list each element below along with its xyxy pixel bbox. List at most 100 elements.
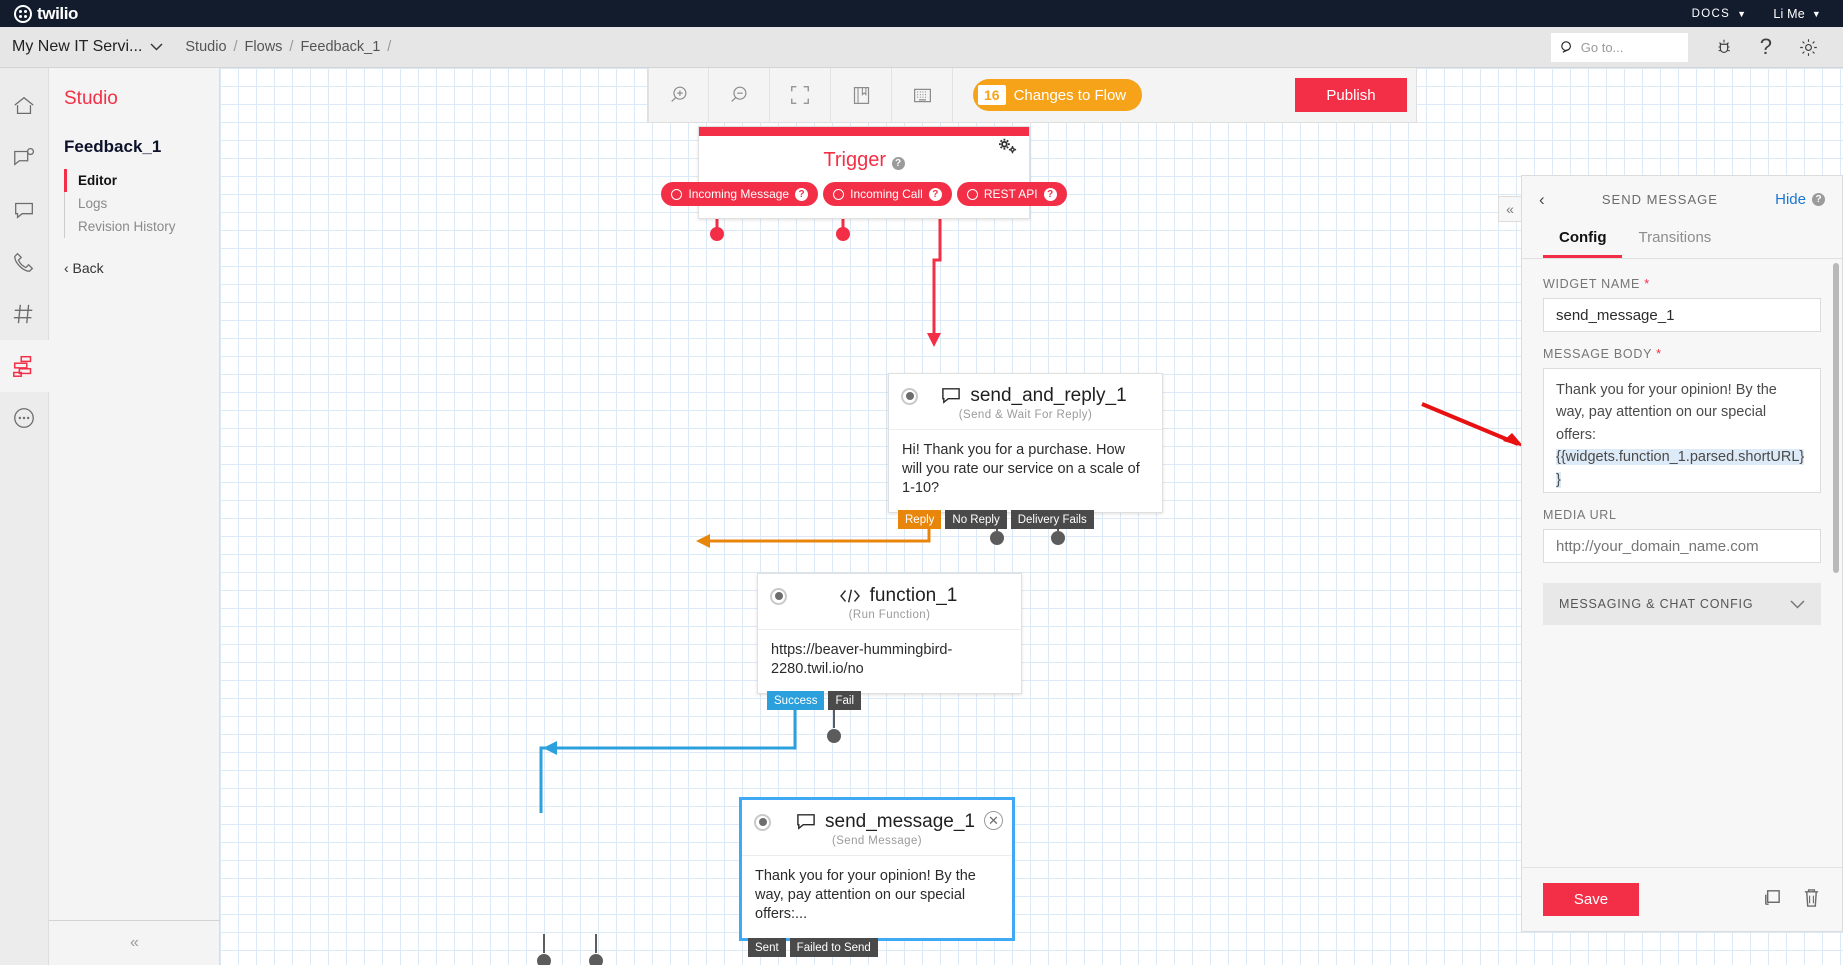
sidebar-item-revision-history[interactable]: Revision History	[78, 219, 176, 234]
trigger-pill-label: Incoming Call	[850, 187, 923, 201]
save-button[interactable]: Save	[1543, 883, 1639, 916]
messaging-chat-config-label: MESSAGING & CHAT CONFIG	[1559, 597, 1754, 611]
gear-icon[interactable]	[998, 137, 1018, 160]
twilio-logo-icon	[14, 4, 32, 23]
message-body-input[interactable]: Thank you for your opinion! By the way, …	[1543, 368, 1821, 493]
fit-to-screen-button[interactable]	[770, 68, 831, 123]
debugger-icon[interactable]	[1714, 37, 1734, 57]
sidebar-item-editor[interactable]: Editor	[64, 169, 219, 192]
widget-input-connector[interactable]	[754, 813, 771, 831]
widget-input-connector[interactable]	[770, 587, 787, 605]
help-icon[interactable]: ?	[1043, 187, 1057, 201]
changes-label: Changes to Flow	[1013, 86, 1127, 104]
trigger-pill-label: Incoming Message	[688, 187, 790, 201]
zoom-in-icon	[670, 86, 686, 102]
trigger-pill-incoming-message[interactable]: Incoming Message ?	[661, 182, 819, 206]
duplicate-icon[interactable]	[1761, 887, 1782, 913]
zoom-out-button[interactable]	[709, 68, 770, 123]
pin-reply[interactable]: Reply	[898, 510, 942, 530]
library-button[interactable]	[831, 68, 892, 123]
panel-header: ‹ SEND MESSAGE Hide ?	[1522, 176, 1842, 223]
search-icon	[1560, 40, 1571, 53]
breadcrumb-item-studio[interactable]: Studio	[185, 39, 227, 55]
search-input[interactable]: Go to...	[1550, 32, 1688, 62]
trigger-pill-rest-api[interactable]: REST API ?	[956, 182, 1067, 206]
grid-button[interactable]	[892, 68, 953, 123]
help-icon[interactable]: ?	[891, 157, 905, 170]
top-navigation-bar: twilio DOCS ▼ Li Me ▼	[0, 0, 1843, 27]
widget-type: (Send Message)	[832, 835, 922, 847]
widget-send-message-1[interactable]: ✕ send_message_1 (Send Message) Thank yo…	[739, 797, 1015, 958]
help-icon[interactable]: ?	[1759, 34, 1772, 59]
gear-icon[interactable]	[1798, 37, 1819, 58]
pin-success[interactable]: Success	[767, 691, 825, 711]
sidebar-item-logs[interactable]: Logs	[78, 196, 108, 211]
docs-menu[interactable]: DOCS ▼	[1692, 8, 1748, 20]
help-icon[interactable]: ?	[795, 187, 809, 201]
twilio-logo-text: twilio	[37, 3, 79, 23]
studio-sidebar: Studio Feedback_1 Editor Logs Revision H…	[49, 68, 220, 965]
close-icon[interactable]: ✕	[984, 811, 1003, 830]
breadcrumb-separator: /	[387, 39, 392, 55]
chat-bubble-icon	[942, 388, 961, 404]
chevron-left-icon[interactable]: ‹	[1539, 189, 1545, 209]
pin-fail[interactable]: Fail	[828, 691, 861, 711]
widget-type: (Run Function)	[848, 609, 931, 621]
widget-type: (Send & Wait For Reply)	[958, 409, 1093, 421]
zoom-in-button[interactable]	[648, 68, 709, 123]
message-body-label: MESSAGE BODY *	[1543, 347, 1821, 361]
widget-trigger[interactable]: Trigger ? Incoming Message ? Incoming Ca…	[661, 126, 1067, 219]
widget-name: send_and_reply_1	[970, 385, 1127, 406]
sidebar-item-studio-flows[interactable]	[0, 340, 49, 392]
changes-to-flow-badge[interactable]: 16 Changes to Flow	[973, 79, 1143, 111]
pin-failed-to-send[interactable]: Failed to Send	[789, 938, 878, 958]
pin-no-reply[interactable]: No Reply	[945, 510, 1007, 530]
widget-input-connector[interactable]	[901, 387, 918, 405]
breadcrumb-item-feedback1[interactable]: Feedback_1	[300, 39, 381, 55]
trigger-top-strip	[699, 127, 1029, 136]
pin-delivery-fails[interactable]: Delivery Fails	[1010, 510, 1094, 530]
help-icon[interactable]: ?	[928, 187, 942, 201]
twilio-logo[interactable]: twilio	[14, 4, 78, 24]
widget-name-input[interactable]	[1543, 298, 1821, 332]
sidebar-item-more[interactable]	[0, 392, 49, 444]
widget-send-and-reply-1[interactable]: send_and_reply_1 (Send & Wait For Reply)…	[888, 373, 1163, 530]
breadcrumb: Studio / Flows / Feedback_1 /	[185, 39, 391, 55]
required-marker: *	[1656, 347, 1662, 361]
panel-scrollbar[interactable]	[1833, 263, 1839, 573]
connector-ring-icon	[833, 188, 845, 200]
home-icon	[14, 96, 34, 115]
tab-transitions[interactable]: Transitions	[1638, 229, 1712, 246]
trigger-title: Trigger	[823, 149, 887, 171]
connector-ring-icon	[966, 188, 978, 200]
tab-config[interactable]: Config	[1543, 223, 1623, 258]
chevron-down-icon: ▼	[1737, 8, 1748, 19]
widget-function-1[interactable]: function_1 (Run Function) https://beaver…	[757, 573, 1022, 711]
help-icon[interactable]: ?	[1812, 193, 1825, 206]
sidebar-item-home[interactable]	[0, 80, 49, 132]
media-url-input[interactable]	[1543, 529, 1821, 563]
sidebar-item-phone-numbers[interactable]	[0, 288, 49, 340]
chevron-down-icon	[150, 43, 163, 51]
icon-rail	[0, 68, 49, 965]
trash-icon[interactable]	[1802, 887, 1821, 913]
publish-button[interactable]: Publish	[1295, 78, 1407, 112]
messaging-chat-config-section[interactable]: MESSAGING & CHAT CONFIG	[1543, 583, 1821, 625]
account-switcher[interactable]: My New IT Servi...	[12, 38, 163, 56]
sidebar-item-messaging[interactable]	[0, 132, 49, 184]
sidebar-collapse-button[interactable]: «	[49, 920, 220, 965]
docs-menu-label: DOCS	[1691, 7, 1731, 20]
panel-collapse-button[interactable]: «	[1498, 196, 1521, 222]
panel-footer: Save	[1522, 867, 1842, 931]
sidebar-item-voice[interactable]	[0, 236, 49, 288]
sidebar-item-chat[interactable]	[0, 184, 49, 236]
back-link[interactable]: ‹ Back	[64, 260, 104, 276]
trigger-pill-incoming-call[interactable]: Incoming Call ?	[823, 182, 952, 206]
trigger-pill-label: REST API	[983, 187, 1038, 201]
breadcrumb-item-flows[interactable]: Flows	[244, 39, 283, 55]
panel-hide-button[interactable]: Hide ?	[1775, 191, 1825, 208]
pin-sent[interactable]: Sent	[748, 938, 786, 958]
chevron-down-icon: ▼	[1811, 8, 1821, 19]
search-placeholder: Go to...	[1580, 39, 1624, 55]
user-menu[interactable]: Li Me ▼	[1773, 7, 1821, 21]
